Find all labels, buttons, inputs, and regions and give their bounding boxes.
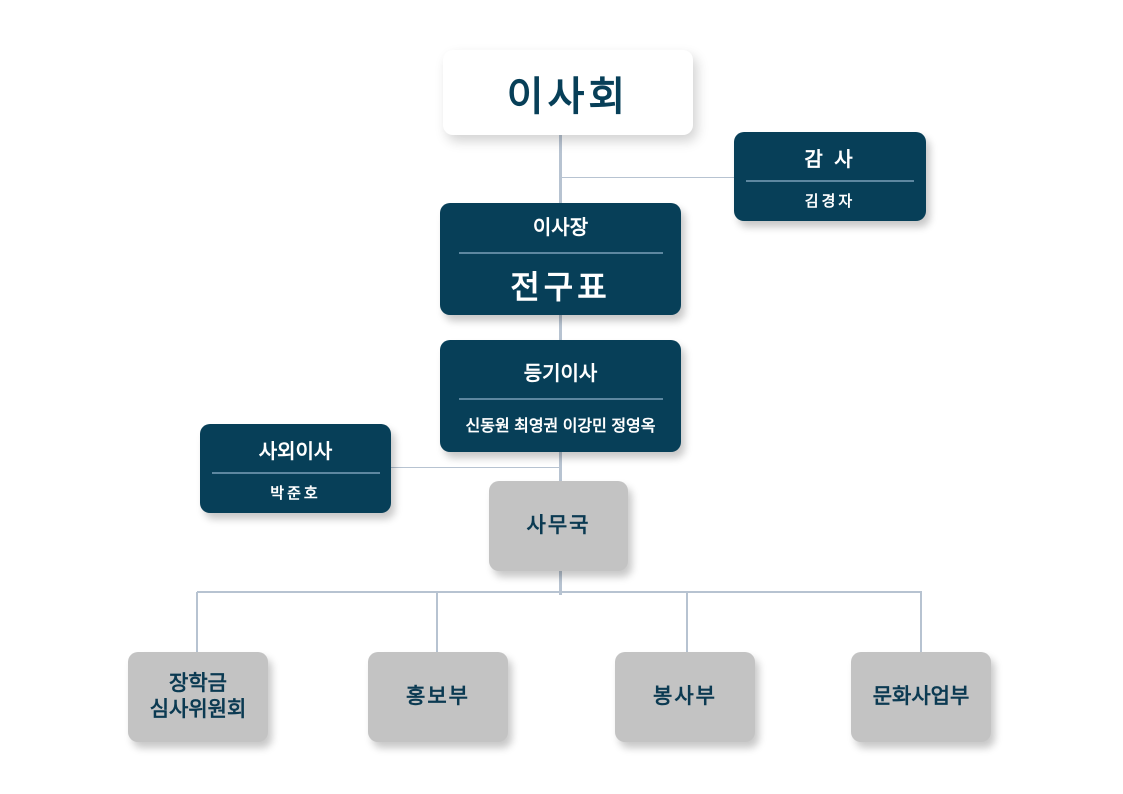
outside-director-name: 박준호 xyxy=(270,484,321,502)
dept-culture: 문화사업부 xyxy=(851,652,991,742)
board-label: 이사회 xyxy=(506,74,630,119)
dept-label: 홍보부 xyxy=(406,684,470,708)
connector-dept-1 xyxy=(196,592,198,652)
dept-label: 봉사부 xyxy=(653,684,717,708)
dept-label-line1: 장학금 xyxy=(169,671,227,695)
dept-label-line2: 심사위원회 xyxy=(149,698,247,721)
dept-label: 문화사업부 xyxy=(872,684,970,708)
connector-dept-3 xyxy=(686,592,688,652)
connector-dept-4 xyxy=(920,592,922,652)
divider xyxy=(746,179,914,182)
divider xyxy=(211,471,380,474)
secretariat-box: 사무국 xyxy=(489,481,628,571)
dept-pr: 홍보부 xyxy=(368,652,508,742)
chairman-box: 이사장 전구표 xyxy=(440,203,681,315)
connector-auditor xyxy=(561,177,735,178)
chairman-name: 전구표 xyxy=(510,268,611,305)
connector-dept-2 xyxy=(436,592,438,652)
registered-directors-names: 신동원 최영권 이강민 정영옥 xyxy=(465,417,656,435)
divider xyxy=(458,251,663,254)
chairman-title: 이사장 xyxy=(532,216,589,239)
dept-scholarship-committee: 장학금 심사위원회 xyxy=(128,652,268,742)
connector-outside-director xyxy=(391,467,561,468)
registered-directors-title: 등기이사 xyxy=(523,362,598,385)
registered-directors-box: 등기이사 신동원 최영권 이강민 정영옥 xyxy=(440,340,681,452)
outside-director-title: 사외이사 xyxy=(258,440,333,463)
dept-volunteer: 봉사부 xyxy=(615,652,755,742)
auditor-title: 감 사 xyxy=(804,148,856,171)
auditor-box: 감 사 김경자 xyxy=(734,132,926,221)
auditor-name: 김경자 xyxy=(804,192,856,210)
outside-director-box: 사외이사 박준호 xyxy=(200,424,391,513)
board-box: 이사회 xyxy=(443,50,693,135)
divider xyxy=(458,397,663,400)
secretariat-label: 사무국 xyxy=(526,513,591,537)
connector-departments xyxy=(197,591,922,593)
